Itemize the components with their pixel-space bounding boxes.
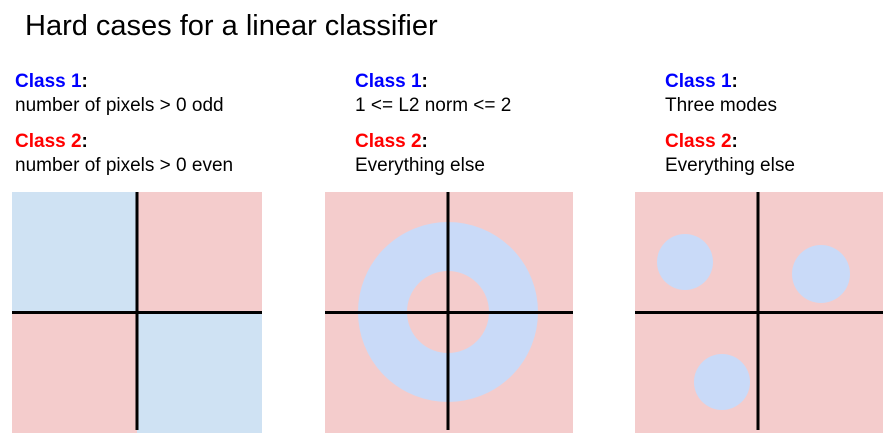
class1-label: Class 1 — [355, 71, 422, 92]
colon: : — [81, 131, 88, 152]
quadrant-top-left-class1 — [12, 192, 137, 313]
panel-1-class2-description: number of pixels > 0 even — [15, 155, 234, 176]
class1-label: Class 1 — [665, 71, 732, 92]
class2-label: Class 2 — [355, 131, 422, 152]
mode-circle-bottom-left — [694, 354, 750, 410]
quadrant-bottom-right-class1 — [137, 312, 262, 433]
diagram-annulus — [325, 192, 573, 433]
panel-2-class2-heading: Class 2: — [355, 130, 511, 154]
class2-label: Class 2 — [15, 131, 82, 152]
panel-1-class1-heading: Class 1: — [15, 70, 233, 94]
mode-circle-top-left — [657, 234, 713, 290]
colon: : — [421, 131, 428, 152]
panel-3-class2-description: Everything else — [665, 155, 795, 176]
mode-circle-top-right — [792, 245, 850, 303]
class2-label: Class 2 — [665, 131, 732, 152]
panel-2-class2-description: Everything else — [355, 155, 485, 176]
diagram-three-modes — [635, 192, 883, 433]
class1-label: Class 1 — [15, 71, 82, 92]
colon: : — [731, 71, 738, 92]
panel-2-text: Class 1: 1 <= L2 norm <= 2 Class 2: Ever… — [355, 70, 511, 178]
panel-1-class1-description: number of pixels > 0 odd — [15, 95, 224, 116]
panel-3-class1-heading: Class 1: — [665, 70, 795, 94]
panel-2-class1-description: 1 <= L2 norm <= 2 — [355, 95, 512, 116]
page-title: Hard cases for a linear classifier — [25, 10, 438, 42]
panel-1-class2-heading: Class 2: — [15, 130, 233, 154]
panel-1-text: Class 1: number of pixels > 0 odd Class … — [15, 70, 233, 178]
panel-3-text: Class 1: Three modes Class 2: Everything… — [665, 70, 795, 178]
colon: : — [421, 71, 428, 92]
diagram-xor-quadrants — [12, 192, 262, 433]
panel-3-class2-heading: Class 2: — [665, 130, 795, 154]
panel-2-class1-heading: Class 1: — [355, 70, 511, 94]
colon: : — [731, 131, 738, 152]
colon: : — [81, 71, 88, 92]
panel-3-class1-description: Three modes — [665, 95, 777, 116]
